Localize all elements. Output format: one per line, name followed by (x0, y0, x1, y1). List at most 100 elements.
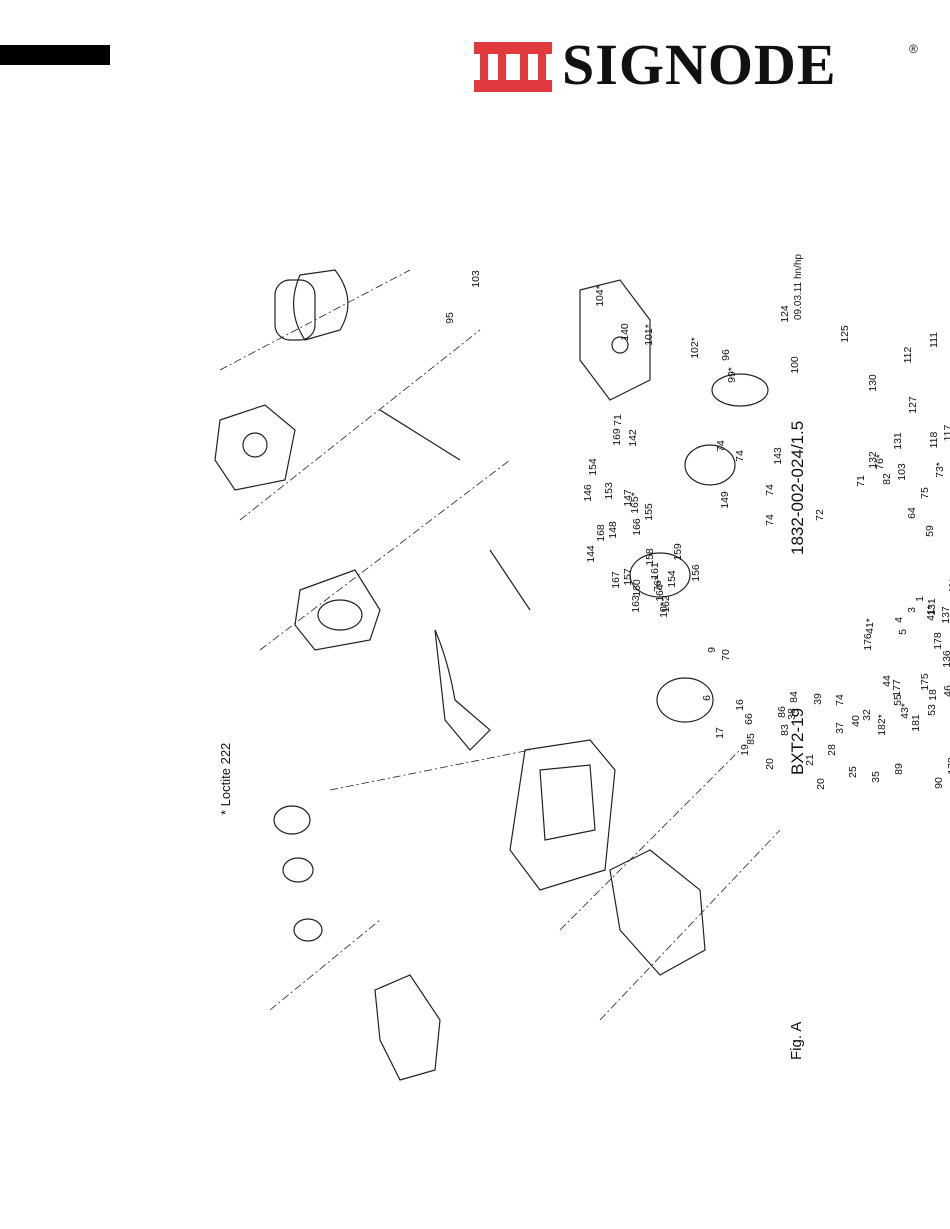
part-label: 142 (627, 429, 639, 447)
date-code: 09.03.11 hn/hp (793, 254, 804, 320)
part-label: 71 (855, 475, 867, 487)
part-label: 144 (585, 545, 597, 563)
part-label: 159 (672, 543, 684, 561)
part-label: 5 (897, 629, 909, 635)
part-label: 74 (764, 514, 776, 526)
part-label: 4 (893, 617, 905, 623)
part-label: 154 (587, 458, 599, 476)
part-label: 6 (701, 695, 713, 701)
part-label: 169 (611, 428, 623, 446)
part-label: 18 (927, 689, 939, 701)
part-label: 74 (834, 694, 846, 706)
part-label: 84 (788, 691, 800, 703)
part-label: 164* (654, 580, 666, 602)
part-label: 131 (892, 432, 904, 450)
part-label: 28 (826, 744, 838, 756)
part-label: 37 (834, 722, 846, 734)
part-label: 155 (643, 503, 655, 521)
part-label: 112 (902, 346, 914, 364)
part-label: 153 (603, 482, 615, 500)
part-label: 111 (928, 332, 940, 348)
part-label: 71 (612, 414, 624, 426)
part-label: 3 (906, 607, 918, 613)
part-label: 17 (714, 727, 726, 739)
part-label: 100 (789, 356, 801, 374)
part-label: 39 (812, 693, 824, 705)
part-label: 64 (906, 507, 918, 519)
part-label: 146 (582, 484, 594, 502)
part-label: 176 (862, 633, 874, 651)
part-label: 124 (779, 305, 791, 323)
part-label: 82 (881, 473, 893, 485)
part-label: 59 (924, 525, 936, 537)
parts-drawing (214, 269, 781, 1081)
part-label: 118 (928, 431, 940, 449)
part-label: 101* (643, 324, 655, 346)
part-label: 19 (739, 744, 751, 756)
registered-mark: ® (909, 42, 918, 56)
part-label: 161 (649, 562, 661, 580)
part-label: 72 (814, 509, 826, 521)
part-label: 66 (743, 713, 755, 725)
part-label: 41* (864, 618, 876, 634)
part-label: 168 (595, 524, 607, 542)
part-label: 117 (942, 424, 950, 442)
part-label: 73* (934, 462, 946, 478)
part-label: 32 (861, 709, 873, 721)
part-label: 182* (876, 714, 888, 736)
part-label: 125 (839, 325, 851, 343)
loctite-note: * Loctite 222 (218, 742, 233, 815)
part-label: 178 (932, 632, 944, 650)
part-label: 74 (764, 484, 776, 496)
part-label: 83 (779, 724, 791, 736)
part-label: 40 (850, 715, 862, 727)
drawing-number: 1832-002-024/1.5 (788, 420, 807, 555)
part-label: 149 (719, 491, 731, 509)
part-label: 89 (893, 763, 905, 775)
part-label: 46 (942, 685, 950, 697)
part-label: 130 (867, 374, 879, 392)
part-label: 9 (706, 647, 718, 653)
part-label: 143 (772, 447, 784, 465)
signode-logo-mark-icon (474, 42, 552, 92)
part-label: 136 (941, 650, 950, 668)
part-label: 102* (689, 337, 701, 359)
part-label: 96 (720, 349, 732, 361)
header-bar (0, 45, 110, 65)
part-label: 20 (764, 758, 776, 770)
part-label: 148 (607, 521, 619, 539)
part-label: 154 (666, 570, 678, 588)
part-label: 74 (734, 450, 746, 462)
part-label: 104* (594, 285, 606, 307)
part-label: 21 (804, 754, 816, 766)
part-label: 163 (630, 595, 642, 613)
part-label: 1 (914, 596, 926, 602)
part-label: 167 (610, 571, 622, 589)
part-label: 38 (786, 708, 798, 720)
part-label: 75 (919, 487, 931, 499)
part-label: 166 (631, 518, 643, 536)
part-label: 10* (658, 602, 670, 618)
part-label: 70 (720, 649, 732, 661)
part-label: 137 (940, 606, 950, 624)
brand-name: SIGNODE (562, 32, 837, 97)
part-label: 74 (715, 440, 727, 452)
part-label: 156 (690, 564, 702, 582)
part-label: 95 (444, 312, 456, 324)
part-label: 172 (946, 757, 950, 775)
part-label: 16 (734, 699, 746, 711)
part-label: 99* (726, 367, 738, 383)
part-label: 44 (881, 675, 893, 687)
part-label: 53 (926, 704, 938, 716)
part-label: 127 (907, 396, 919, 414)
part-label: 25 (847, 766, 859, 778)
exploded-parts-diagram: * Loctite 222 Fig. A BXT2-19 1832-002-02… (180, 230, 950, 1110)
part-label: 90 (933, 777, 945, 789)
part-label: 20 (815, 778, 827, 790)
figure-label: Fig. A (788, 1021, 805, 1060)
signode-logo: SIGNODE ® (474, 36, 924, 98)
part-label: 35 (870, 771, 882, 783)
part-label: 103 (470, 270, 482, 288)
part-label: 165* (629, 492, 641, 514)
part-label: 140 (619, 323, 631, 341)
